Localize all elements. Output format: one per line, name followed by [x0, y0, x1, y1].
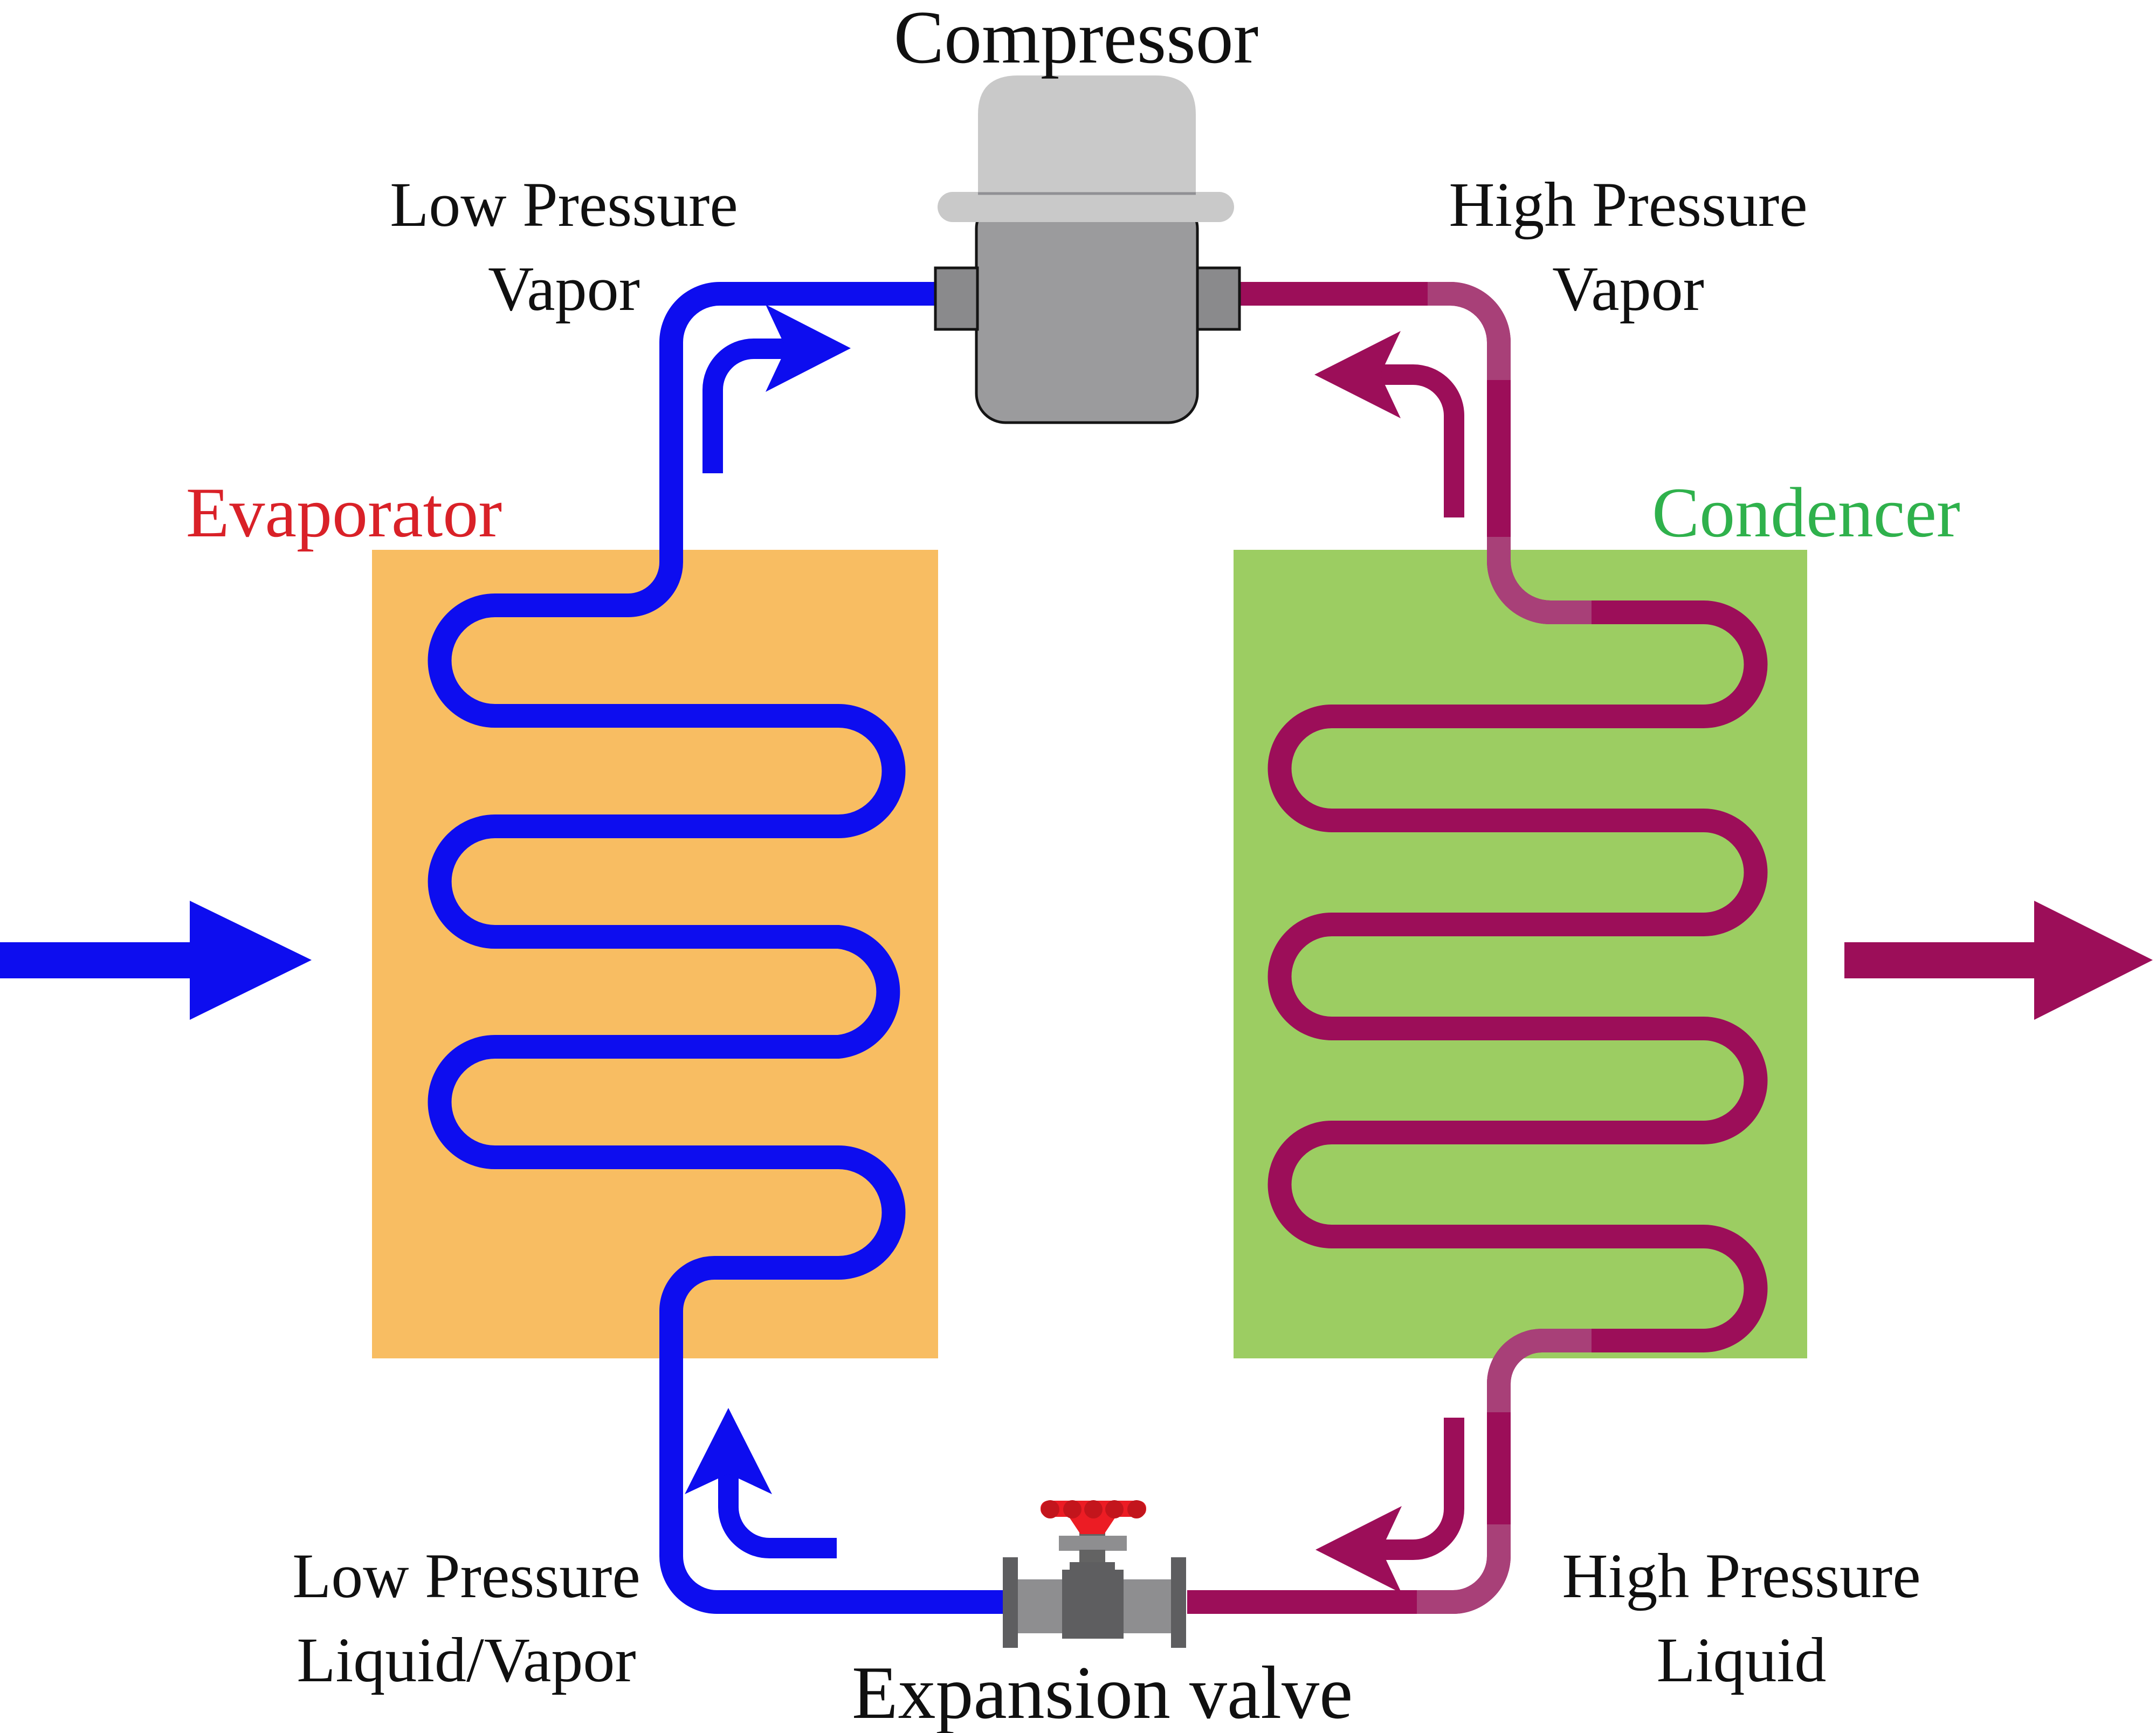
- elbow-highlight-top: [1428, 282, 1511, 380]
- airflow-out-arrow: [1844, 901, 2153, 1020]
- expansion-valve-label: Expansion valve: [852, 1651, 1353, 1733]
- high-pressure-line-elbow-highlights: [1417, 282, 1592, 1614]
- evaporator-inlet-flow-arrow: [685, 1408, 837, 1558]
- condenser-body: [1234, 550, 1807, 1358]
- condenser-outlet-flow-arrow: [1315, 1418, 1464, 1593]
- airflow-in-arrow: [0, 901, 312, 1020]
- evaporator-body: [372, 550, 938, 1358]
- low-pressure-liquid-vapor-label: Low Pressure Liquid/Vapor: [292, 1541, 640, 1695]
- compressor-body: [975, 198, 1199, 424]
- compressor-label: Compressor: [893, 0, 1259, 79]
- compressor-port-left: [934, 266, 979, 331]
- elbow-highlight-condenser-outlet: [1487, 1329, 1592, 1412]
- compressor-icon: [934, 75, 1241, 424]
- valve-flange-left: [1003, 1557, 1018, 1648]
- compressor-collar: [938, 192, 1234, 222]
- high-pressure-liquid-label: High Pressure Liquid: [1562, 1541, 1921, 1695]
- suction-flow-arrow: [702, 305, 851, 473]
- discharge-flow-arrow: [1314, 331, 1464, 517]
- expansion-valve-icon: [1003, 1500, 1186, 1648]
- high-pressure-line-and-condenser-coil: [1187, 282, 1768, 1614]
- elbow-highlight-bottom: [1417, 1524, 1511, 1614]
- low-pressure-line-and-evaporator-coil: [428, 282, 1004, 1614]
- high-pressure-vapor-label: High Pressure Vapor: [1449, 169, 1808, 324]
- valve-center-block: [1062, 1570, 1124, 1639]
- low-pressure-vapor-label: Low Pressure Vapor: [390, 169, 738, 324]
- valve-handwheel: [1041, 1500, 1146, 1534]
- compressor-port-right: [1196, 266, 1241, 331]
- elbow-highlight-condenser-inlet: [1487, 537, 1592, 624]
- evaporator-label: Evaporator: [185, 473, 502, 552]
- valve-packing-nut: [1059, 1536, 1127, 1551]
- valve-flange-right: [1171, 1557, 1186, 1648]
- condenser-label: Condencer: [1652, 473, 1960, 552]
- compressor-cap: [978, 75, 1196, 194]
